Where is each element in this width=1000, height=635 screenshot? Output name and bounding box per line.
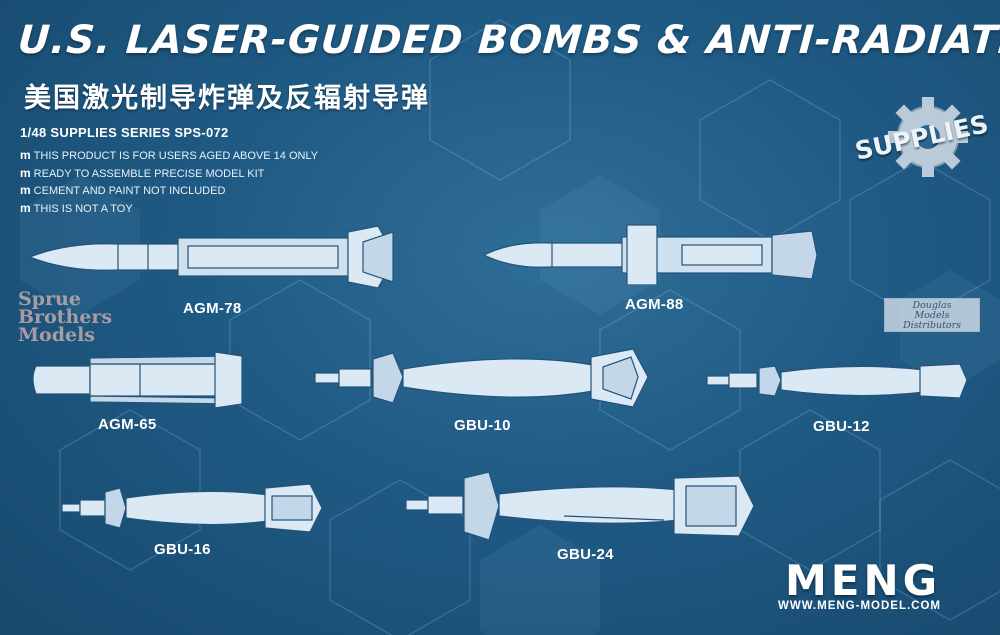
meng-bullet-icon: m xyxy=(20,183,31,197)
douglas-models-watermark: Douglas Models Distributors xyxy=(884,298,980,332)
meng-bullet-icon: m xyxy=(20,165,31,180)
agm-78-label: AGM-78 xyxy=(183,300,242,317)
meng-bullet-icon: m xyxy=(20,148,31,162)
gbu-10-label: GBU-10 xyxy=(454,417,511,434)
page-title: U.S. LASER-GUIDED BOMBS & ANTI-RADIATION… xyxy=(16,18,1000,63)
gbu-10-bomb-drawing xyxy=(314,348,649,408)
agm-88-label: AGM-88 xyxy=(625,296,684,313)
gbu-24-label: GBU-24 xyxy=(557,546,614,563)
gbu-16-bomb-drawing xyxy=(61,483,323,533)
agm-65-missile-drawing xyxy=(32,351,243,409)
website-url[interactable]: WWW.MENG-MODEL.COM xyxy=(778,600,942,612)
gbu-24-bomb-drawing xyxy=(405,472,755,540)
gbu-16-label: GBU-16 xyxy=(154,541,211,558)
sprue-brothers-watermark: Sprue Brothers Models xyxy=(18,288,113,346)
agm-78-missile-drawing xyxy=(28,225,394,289)
gbu-12-label: GBU-12 xyxy=(813,418,870,435)
gbu-12-bomb-drawing xyxy=(706,363,968,399)
meng-logo: MENG xyxy=(785,556,942,605)
agm-88-missile-drawing xyxy=(482,224,818,285)
meng-bullet-icon: m xyxy=(20,200,31,215)
agm-65-label: AGM-65 xyxy=(98,416,157,433)
supplies-badge: SUPPLIES xyxy=(850,95,991,185)
series-code: 1/48 SUPPLIES SERIES SPS-072 xyxy=(20,125,229,140)
chinese-subtitle: 美国激光制导炸弹及反辐射导弹 xyxy=(24,83,430,114)
gear-icon xyxy=(888,97,968,177)
